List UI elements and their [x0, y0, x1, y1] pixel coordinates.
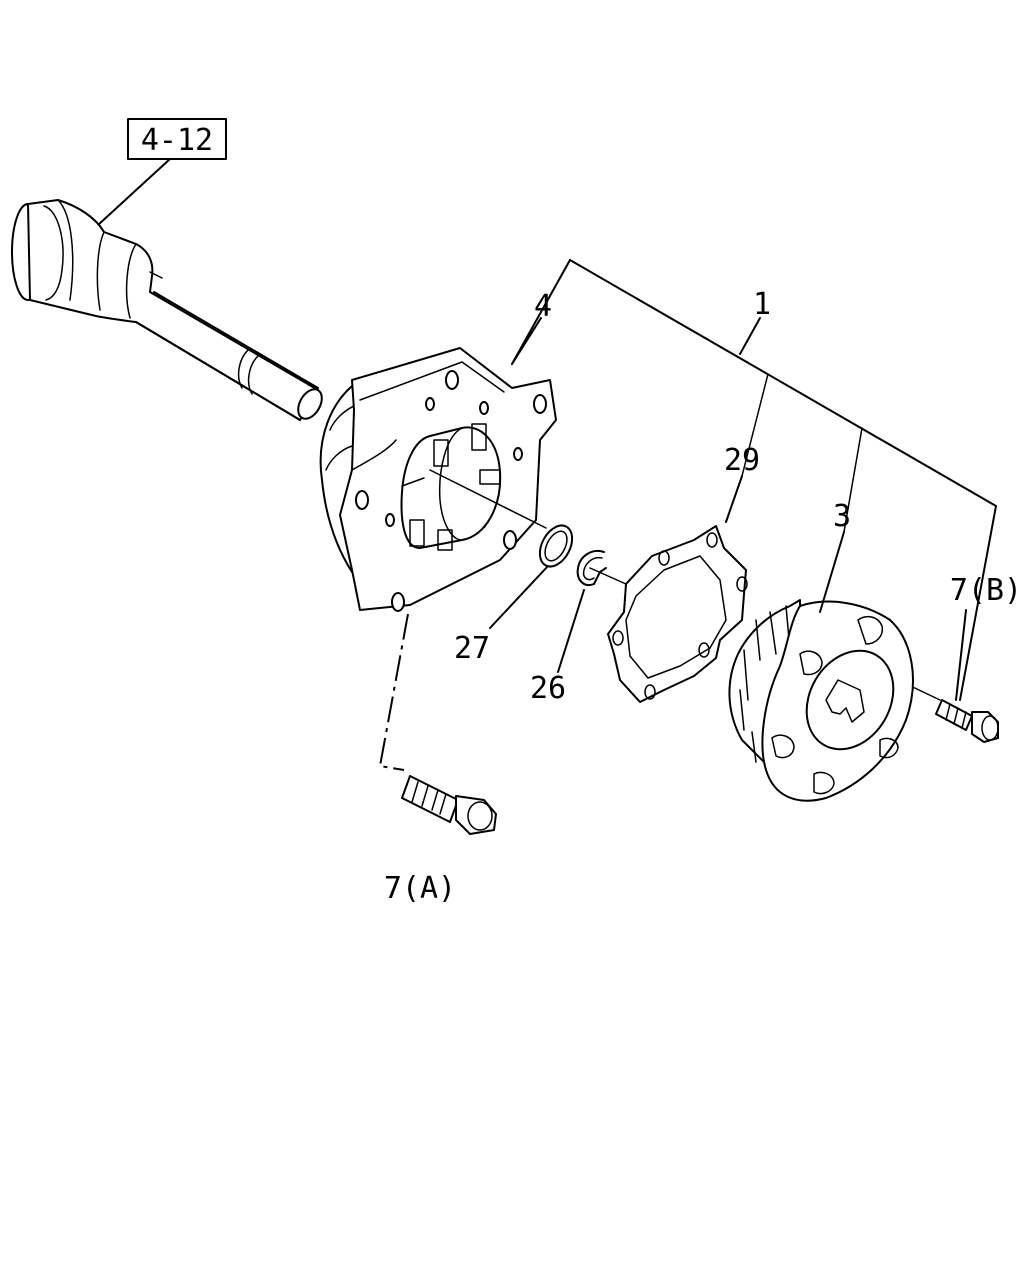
bolt-b [935, 699, 999, 743]
snap-ring-26-callout: 26 [530, 671, 566, 706]
reference-leader [97, 158, 171, 226]
axis-line-2 [589, 567, 627, 585]
gasket [607, 525, 748, 703]
drive-shaft [11, 199, 323, 421]
snap-ring-26-leader [557, 589, 585, 673]
gasket-callout: 29 [724, 443, 760, 478]
assembly-callout: 1 [753, 287, 771, 322]
assembly-bracket [511, 259, 997, 701]
hub-cap-callout: 3 [833, 499, 851, 534]
snap-ring-26 [576, 550, 607, 586]
hub [319, 347, 557, 612]
snap-ring-27-callout: 27 [454, 631, 490, 666]
snap-ring-27-leader [489, 565, 549, 629]
bolt-b-callout: 7(B) [950, 573, 1022, 608]
bolt-a [401, 775, 497, 835]
axis-line [429, 469, 547, 529]
snap-ring-27 [538, 524, 574, 568]
bolt-a-callout: 7(A) [384, 871, 456, 906]
bolt-a-leader [378, 613, 409, 771]
reference-box: 4-12 [127, 118, 227, 160]
hub-cap [728, 599, 914, 802]
gasket-leader [725, 475, 743, 523]
hub-cap-leader [819, 531, 845, 613]
bolt-b-leader [955, 609, 967, 701]
reference-label: 4-12 [141, 123, 213, 158]
